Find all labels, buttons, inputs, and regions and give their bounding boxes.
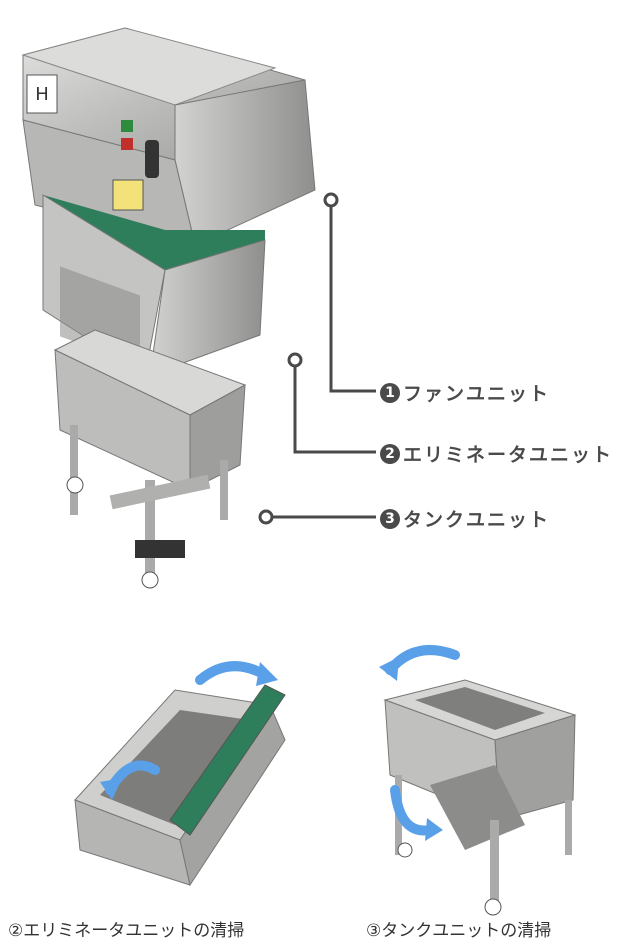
eliminator-cleaning-image xyxy=(74,661,286,887)
caption-eliminator-cleaning: ②エリミネータユニットの清掃 xyxy=(8,921,245,941)
callout-label-tank-unit: タンクユニット xyxy=(403,509,551,531)
callout-label-fan-unit: ファンユニット xyxy=(403,383,551,405)
tank-cleaning-image xyxy=(379,645,577,916)
callout-tank-unit: 3 タンクユニット xyxy=(380,505,550,532)
callout-number-2: 2 xyxy=(380,443,400,464)
tank-unit-image xyxy=(53,329,247,589)
eliminator-unit-image xyxy=(42,194,266,376)
fan-unit-image: H xyxy=(21,27,316,246)
callout-number-3: 3 xyxy=(380,508,400,529)
callout-label-eliminator-unit: エリミネータユニット xyxy=(403,444,614,466)
callout-fan-unit: 1 ファンユニット xyxy=(380,379,550,406)
machine-stack-image: H xyxy=(21,27,316,589)
svg-text:H: H xyxy=(35,84,49,105)
callout-eliminator-unit: 2 エリミネータユニット xyxy=(380,440,613,467)
caption-tank-cleaning: ③タンクユニットの清掃 xyxy=(366,921,552,941)
callout-number-1: 1 xyxy=(380,382,400,403)
